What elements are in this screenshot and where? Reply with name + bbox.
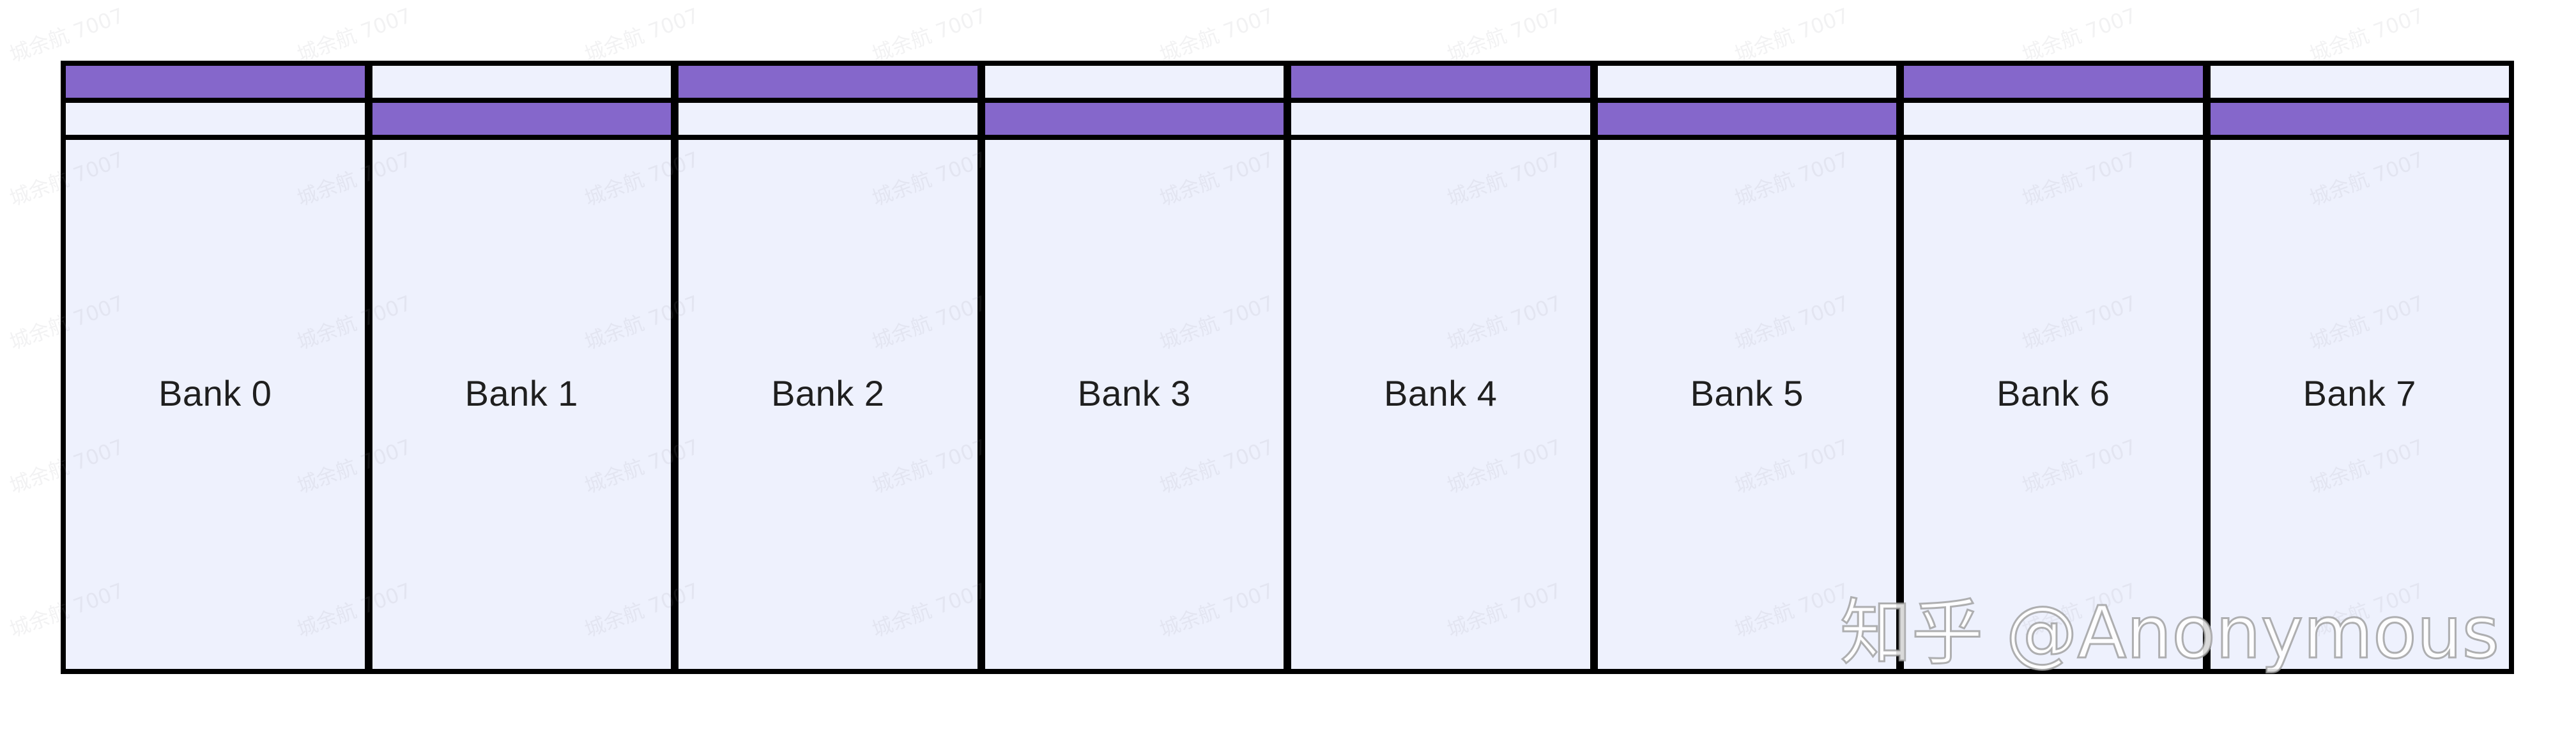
bank-3-body: Bank 3	[985, 140, 1284, 669]
watermark-tile: 城余航 7007	[2018, 3, 2140, 67]
bank-label: Bank 0	[158, 372, 272, 413]
bank-7-body: Bank 7	[2210, 140, 2509, 669]
watermark-tile: 城余航 7007	[2306, 3, 2428, 67]
bank-label: Bank 3	[1077, 372, 1191, 413]
bank-0-slot-row2	[66, 98, 365, 140]
watermark-tile: 城余航 7007	[1731, 3, 1853, 67]
bank-7-slot-row2	[2210, 98, 2509, 140]
bank-6-slot-row1	[1904, 61, 2203, 98]
watermark-tile: 城余航 7007	[868, 3, 990, 67]
watermark-tile: 城余航 7007	[1443, 3, 1565, 67]
bank-3-slot-row1	[985, 61, 1284, 98]
bank-5-body: Bank 5	[1597, 140, 1896, 669]
bank-7-slot-row1	[2210, 61, 2509, 98]
bank-label: Bank 2	[771, 372, 885, 413]
bank-2-body: Bank 2	[678, 140, 977, 669]
bank-label: Bank 7	[2303, 372, 2416, 413]
bank-0-slot-row1	[66, 61, 365, 98]
watermark-signature: 知乎 @Anonymous	[1839, 591, 2501, 676]
bank-2-slot-row1	[678, 61, 977, 98]
bank-4: Bank 4	[1291, 61, 1598, 669]
watermark-tile: 城余航 7007	[6, 3, 128, 67]
watermark-tile: 城余航 7007	[581, 3, 703, 67]
bank-6: Bank 6	[1904, 61, 2211, 669]
memory-banks: Bank 0 Bank 1 Bank 2 Bank 3 Bank 4 Bank 5 Bank…	[61, 61, 2514, 674]
watermark-tile: 城余航 7007	[293, 3, 415, 67]
bank-1-slot-row2	[372, 98, 671, 140]
bank-0-body: Bank 0	[66, 140, 365, 669]
bank-6-body: Bank 6	[1904, 140, 2203, 669]
bank-5-slot-row1	[1597, 61, 1896, 98]
bank-5-slot-row2	[1597, 98, 1896, 140]
watermark-tile: 城余航 7007	[1156, 3, 1278, 67]
bank-label: Bank 6	[1997, 372, 2110, 413]
bank-1-body: Bank 1	[372, 140, 671, 669]
bank-5: Bank 5	[1597, 61, 1904, 669]
bank-1: Bank 1	[372, 61, 678, 669]
bank-4-slot-row1	[1291, 61, 1590, 98]
bank-6-slot-row2	[1904, 98, 2203, 140]
bank-2-slot-row2	[678, 98, 977, 140]
bank-4-body: Bank 4	[1291, 140, 1590, 669]
bank-label: Bank 1	[464, 372, 578, 413]
bank-2: Bank 2	[678, 61, 985, 669]
bank-1-slot-row1	[372, 61, 671, 98]
bank-label: Bank 5	[1690, 372, 1804, 413]
bank-label: Bank 4	[1384, 372, 1498, 413]
bank-7: Bank 7	[2210, 61, 2509, 669]
bank-0: Bank 0	[66, 61, 372, 669]
bank-4-slot-row2	[1291, 98, 1590, 140]
bank-3: Bank 3	[985, 61, 1291, 669]
bank-3-slot-row2	[985, 98, 1284, 140]
